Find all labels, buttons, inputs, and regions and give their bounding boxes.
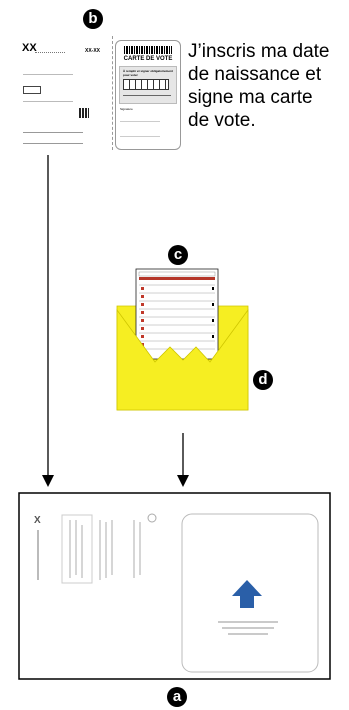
blue-arrow-icon [232, 580, 262, 608]
card-address-lines [120, 121, 160, 137]
label-c: c [168, 245, 188, 265]
envelope-sender-lines [133, 520, 141, 578]
card-footer-lines [23, 132, 83, 144]
card-right-panel: CARTE DE VOTE À remplir et signer obliga… [115, 40, 181, 150]
card-fill-box: À remplir et signer obligatoirement pour… [119, 66, 177, 104]
caption-line: de vote. [188, 110, 256, 131]
label-b: b [83, 9, 103, 29]
envelope-address-lines [69, 520, 113, 580]
envelope-address-box [61, 514, 93, 584]
stamp-text-lines [218, 621, 278, 635]
card-text-lines [23, 74, 73, 102]
card-fill-instruction: À remplir et signer obligatoirement pour… [123, 69, 173, 77]
barcode [124, 46, 172, 54]
card-signature-label: Signature [120, 107, 133, 111]
label-a: a [167, 687, 187, 707]
date-boxes [123, 79, 169, 90]
card-left-panel: XX XX-XX [15, 36, 113, 150]
card-right-mark: XX-XX [85, 48, 101, 54]
card-small-box [23, 86, 41, 94]
caption-line: de naissance et [188, 64, 322, 85]
envelope-x-mark: X [34, 515, 41, 526]
card-perforation [112, 36, 113, 150]
voter-card: XX XX-XX CARTE DE VOTE À remplir et sign… [15, 36, 181, 150]
instruction-caption: J’inscris ma date de naissance et signe … [188, 40, 348, 132]
arrowhead-left [42, 475, 54, 487]
envelope-logo [147, 513, 157, 523]
envelope-front [116, 308, 249, 411]
card-title: CARTE DE VOTE [123, 56, 173, 62]
label-d: d [253, 370, 273, 390]
caption-line: J’inscris ma date [188, 41, 330, 62]
card-signature-line [123, 95, 171, 96]
card-left-mark: XX [22, 42, 37, 54]
card-qr-code [79, 108, 89, 118]
card-dotted-line [35, 52, 65, 53]
arrowhead-right [177, 475, 189, 487]
caption-line: signe ma carte [188, 87, 313, 108]
ballot-paper [135, 268, 219, 360]
